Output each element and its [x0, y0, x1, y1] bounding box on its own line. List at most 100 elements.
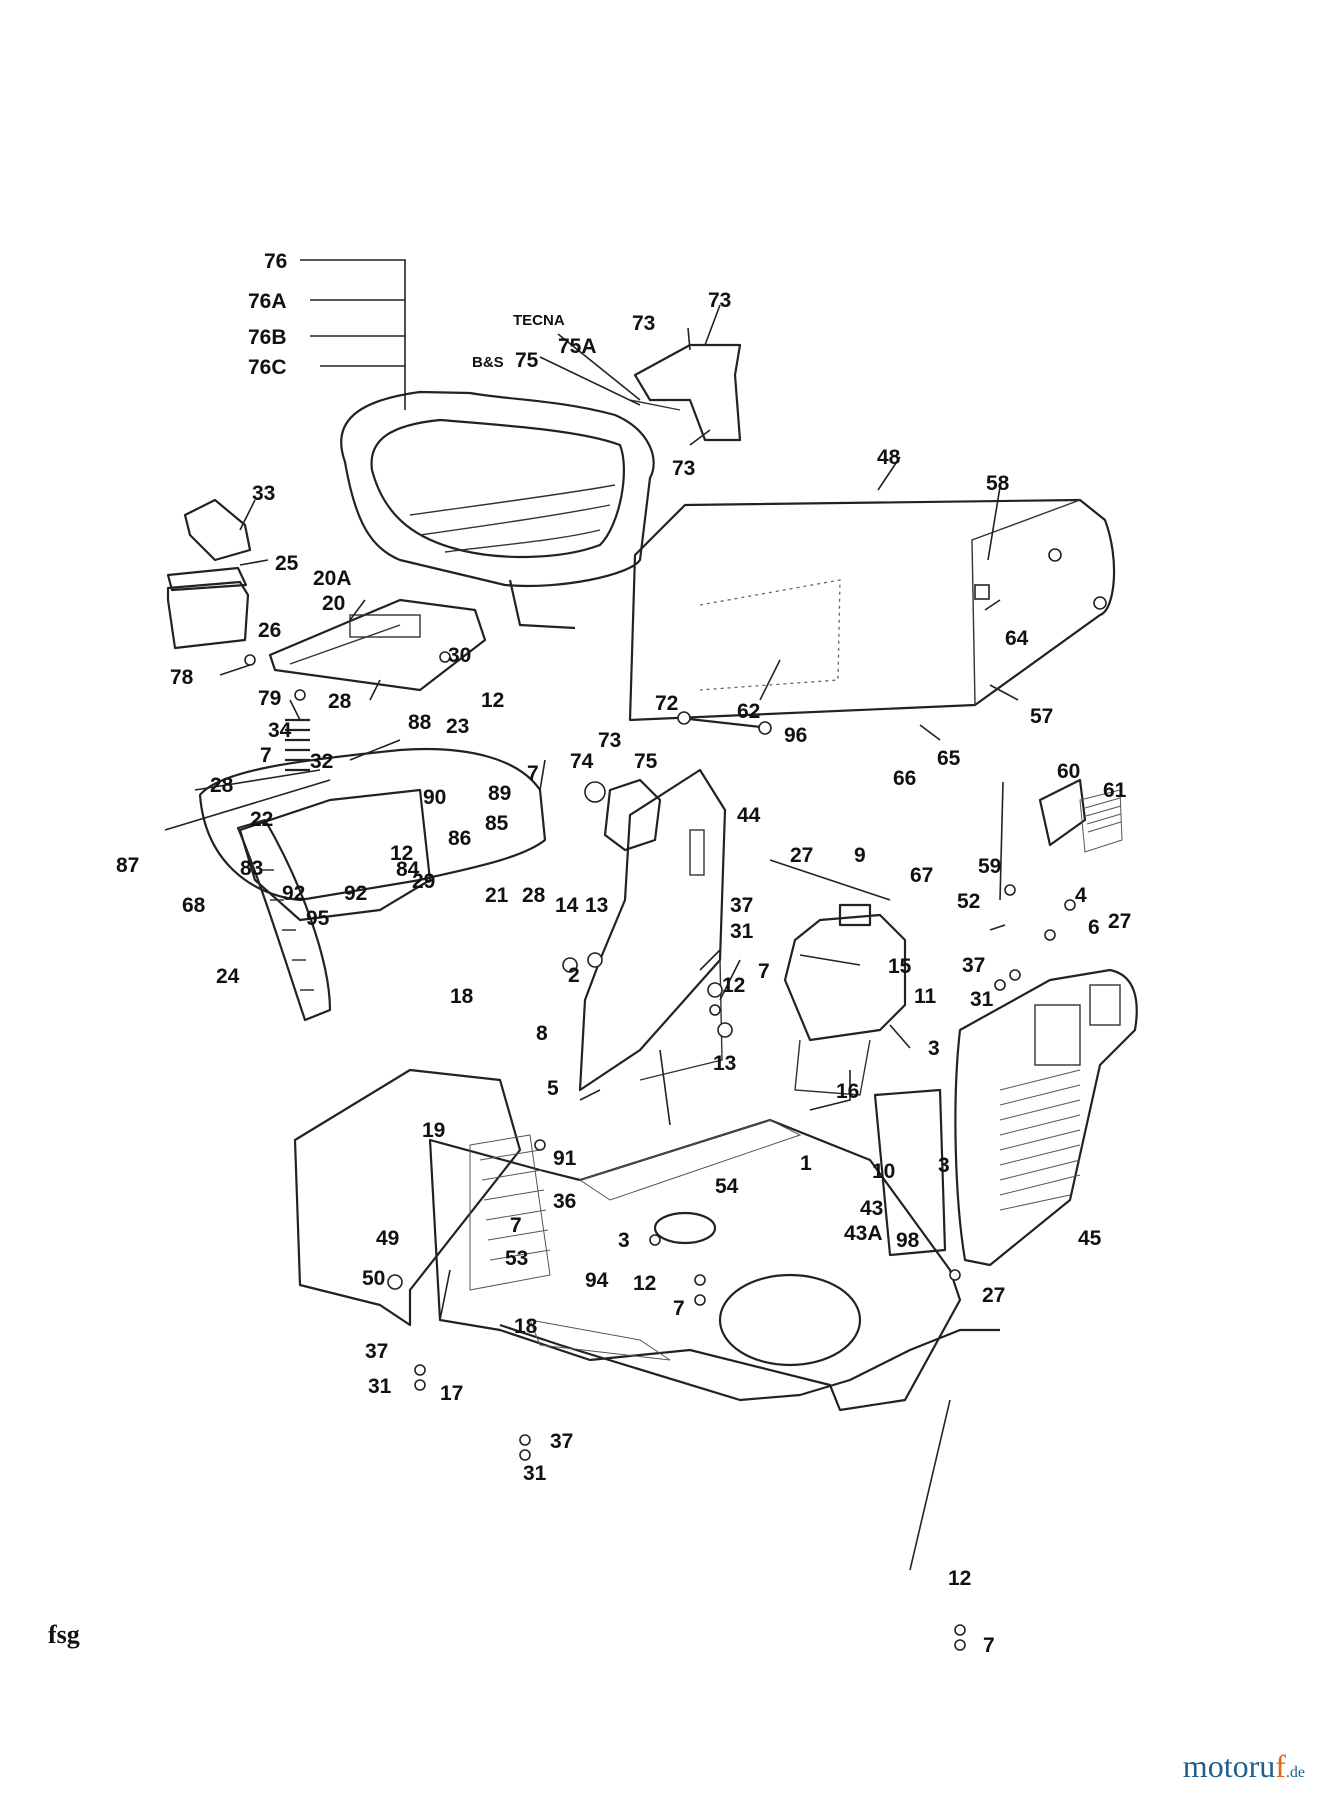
part-label: 1: [800, 1152, 812, 1175]
part-label: 76A: [248, 290, 287, 313]
spring-part: [285, 718, 310, 772]
part-label: 86: [448, 827, 471, 850]
part-label: 73: [708, 289, 731, 312]
part-label: 11: [914, 985, 937, 1008]
part-label: 74: [570, 750, 594, 773]
part-label: 7: [510, 1214, 522, 1237]
part-label: 27: [982, 1284, 1005, 1307]
part-label: 8: [536, 1022, 548, 1045]
part-label: 7: [527, 762, 539, 785]
throttle-cable-part: [677, 711, 772, 735]
part-label: 48: [877, 446, 901, 469]
part-label: 37: [550, 1430, 573, 1453]
part-label: 12: [633, 1272, 656, 1295]
part-label: 72: [655, 692, 678, 715]
part-label: 23: [446, 715, 469, 738]
part-label: 84: [396, 858, 420, 881]
part-label: 28: [522, 884, 546, 907]
part-label: 57: [1030, 705, 1053, 728]
part-label: 73: [598, 729, 621, 752]
part-label: 6: [1088, 916, 1100, 939]
part-label: 12: [481, 689, 504, 712]
part-label: 15: [888, 955, 912, 978]
part-label: 18: [450, 985, 474, 1008]
chassis-frame-part: [293, 1068, 1000, 1412]
part-label: 3: [928, 1037, 940, 1060]
grille-nose-part: [954, 968, 1138, 1267]
part-label: 18: [514, 1315, 538, 1338]
part-label: 59: [978, 855, 1001, 878]
part-label: 10: [872, 1160, 895, 1183]
part-label: 75A: [558, 335, 597, 358]
part-label: 9: [854, 844, 866, 867]
part-label: 94: [585, 1269, 609, 1292]
part-number-labels: 76 76A 76B 76C TECNA 75A B&S 75 73 73 73…: [116, 250, 1131, 1657]
part-label: 64: [1005, 627, 1029, 650]
part-label: 50: [362, 1267, 385, 1290]
part-label: 67: [910, 864, 933, 887]
part-label: 27: [790, 844, 813, 867]
part-label: 12: [390, 842, 413, 865]
part-label: 75: [515, 349, 539, 372]
part-label: 49: [376, 1227, 399, 1250]
part-label: 32: [310, 750, 333, 773]
part-label: 31: [730, 920, 754, 943]
part-label: 30: [448, 644, 471, 667]
part-label: 12: [948, 1567, 971, 1590]
part-label: 2: [568, 964, 580, 987]
part-label: 14: [555, 894, 579, 917]
part-label: 43: [860, 1197, 883, 1220]
part-label: 61: [1103, 779, 1127, 802]
part-label: 43A: [844, 1222, 883, 1245]
part-label: 27: [1108, 910, 1131, 933]
watermark-tld: .de: [1285, 1764, 1305, 1781]
part-label: 7: [673, 1297, 685, 1320]
seat-plate-part: [268, 598, 487, 692]
part-label: 20: [322, 592, 345, 615]
part-label: 53: [505, 1247, 528, 1270]
dash-panel-part: [578, 768, 727, 1092]
part-label: 83: [240, 857, 263, 880]
part-label: 73: [672, 457, 695, 480]
part-label: 13: [585, 894, 608, 917]
part-label: 76B: [248, 326, 287, 349]
part-label: 31: [523, 1462, 547, 1485]
part-label: 45: [1078, 1227, 1102, 1250]
part-label: 7: [983, 1634, 995, 1657]
part-label: TECNA: [513, 312, 565, 329]
part-label: 7: [260, 744, 272, 767]
part-label: 89: [488, 782, 511, 805]
part-label: 91: [553, 1147, 577, 1170]
part-label: 37: [962, 954, 985, 977]
part-label: 31: [368, 1375, 392, 1398]
part-label: 58: [986, 472, 1010, 495]
part-label: 90: [423, 786, 446, 809]
cable-bracket-part: [584, 778, 662, 852]
part-label: 37: [365, 1340, 388, 1363]
part-label: 3: [618, 1229, 630, 1252]
part-label: 22: [250, 808, 273, 831]
part-label: 5: [547, 1077, 559, 1100]
part-label: 92: [344, 882, 367, 905]
part-label: 60: [1057, 760, 1080, 783]
part-label: 19: [422, 1119, 445, 1142]
part-label: 66: [893, 767, 916, 790]
part-label: 98: [896, 1229, 920, 1252]
part-label: 76: [264, 250, 287, 273]
side-panel-part: [873, 1088, 947, 1257]
watermark-main: motoru: [1182, 1748, 1276, 1784]
part-label: 26: [258, 619, 281, 642]
part-label: 78: [170, 666, 194, 689]
hood-part: [628, 498, 1116, 722]
part-label: 7: [758, 960, 770, 983]
part-label: 75: [634, 750, 658, 773]
part-label: 13: [713, 1052, 736, 1075]
part-label: 85: [485, 812, 509, 835]
part-label: 17: [440, 1382, 463, 1405]
part-label: 54: [715, 1175, 739, 1198]
part-label: 20A: [313, 567, 352, 590]
part-label: 24: [216, 965, 240, 988]
part-label: 3: [938, 1154, 950, 1177]
